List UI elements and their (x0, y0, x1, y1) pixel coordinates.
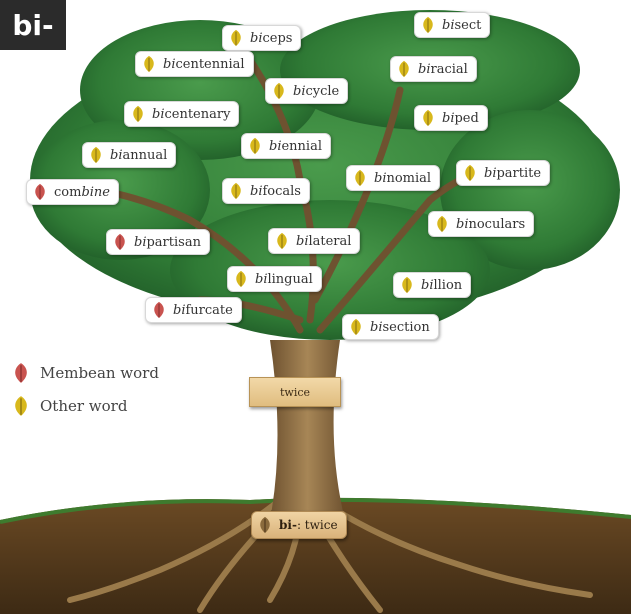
other-leaf-icon (91, 146, 101, 164)
root-leaf-icon (260, 516, 270, 534)
word-part-2: focals (262, 183, 301, 199)
word-part-2: nomial (386, 170, 432, 186)
word-part-2: noculars (468, 216, 526, 232)
soil (0, 497, 631, 614)
word-part-2: lateral (308, 233, 352, 249)
other-leaf-icon (133, 105, 143, 123)
word-part-1: com (54, 184, 82, 200)
word-part-1: bi (456, 216, 469, 232)
word-part-1: bi (269, 138, 282, 154)
other-leaf-icon (277, 232, 287, 250)
other-leaf-icon (231, 29, 241, 47)
membean-leaf-icon (154, 301, 164, 319)
trunk (270, 340, 345, 520)
word-part-1: bi (442, 110, 455, 126)
word-part-2: annual (122, 147, 168, 163)
roots (67, 497, 593, 613)
word-part-1: bi (250, 30, 263, 46)
other-leaf-icon (437, 215, 447, 233)
other-leaf-icon (399, 60, 409, 78)
root-prefix: bi- (279, 518, 297, 532)
word-part-2: ennial (281, 138, 322, 154)
word-part-1: bi (134, 234, 147, 250)
word-part-2: furcate (185, 302, 233, 318)
word-part-2: centennial (175, 56, 245, 72)
word-part-1: bi (418, 61, 431, 77)
word-part-1: bi (163, 56, 176, 72)
word-part-2: bine (81, 184, 110, 200)
grass-line (0, 497, 631, 524)
membean-leaf-icon (15, 363, 27, 383)
other-leaf-icon (351, 318, 361, 336)
word-part-1: bi (296, 233, 309, 249)
word-part-2: ped (454, 110, 479, 126)
membean-leaf-icon (115, 233, 125, 251)
word-part-2: llion (433, 277, 463, 293)
word-part-1: bi (255, 271, 268, 287)
other-leaf-icon (144, 55, 154, 73)
word-part-1: bi (484, 165, 497, 181)
word-part-1: bi (173, 302, 186, 318)
word-part-2: centenary (164, 106, 231, 122)
other-leaf-icon (231, 182, 241, 200)
word-part-1: bi (421, 277, 434, 293)
legend-other-label: Other word (40, 397, 128, 415)
other-leaf-icon (402, 276, 412, 294)
other-leaf-icon (465, 164, 475, 182)
word-part-2: ceps (262, 30, 293, 46)
word-part-2: partisan (146, 234, 201, 250)
other-leaf-icon (236, 270, 246, 288)
word-part-1: bi (152, 106, 165, 122)
root-meaning: : twice (296, 518, 338, 532)
other-leaf-icon (423, 109, 433, 127)
word-part-1: bi (293, 83, 306, 99)
word-part-2: sect (454, 17, 482, 33)
other-leaf-icon (15, 396, 27, 416)
word-part-2: lingual (267, 271, 313, 287)
word-part-1: bi (250, 183, 263, 199)
trunk-meaning-sign: twice (249, 377, 341, 407)
other-leaf-icon (274, 82, 284, 100)
word-part-1: bi (370, 319, 383, 335)
other-leaf-icon (250, 137, 260, 155)
prefix-logo: bi- (0, 0, 66, 50)
legend-membean-label: Membean word (40, 364, 159, 382)
word-part-2: section (382, 319, 430, 335)
membean-leaf-icon (35, 183, 45, 201)
word-part-1: bi (374, 170, 387, 186)
word-part-2: racial (430, 61, 468, 77)
root-tag[interactable]: bi-: twice (251, 511, 347, 539)
other-leaf-icon (355, 169, 365, 187)
legend-other: Other word (10, 395, 127, 417)
other-leaf-icon (423, 16, 433, 34)
legend-membean: Membean word (10, 362, 159, 384)
word-part-2: cycle (305, 83, 340, 99)
word-part-2: partite (496, 165, 542, 181)
word-part-1: bi (442, 17, 455, 33)
word-part-1: bi (110, 147, 123, 163)
